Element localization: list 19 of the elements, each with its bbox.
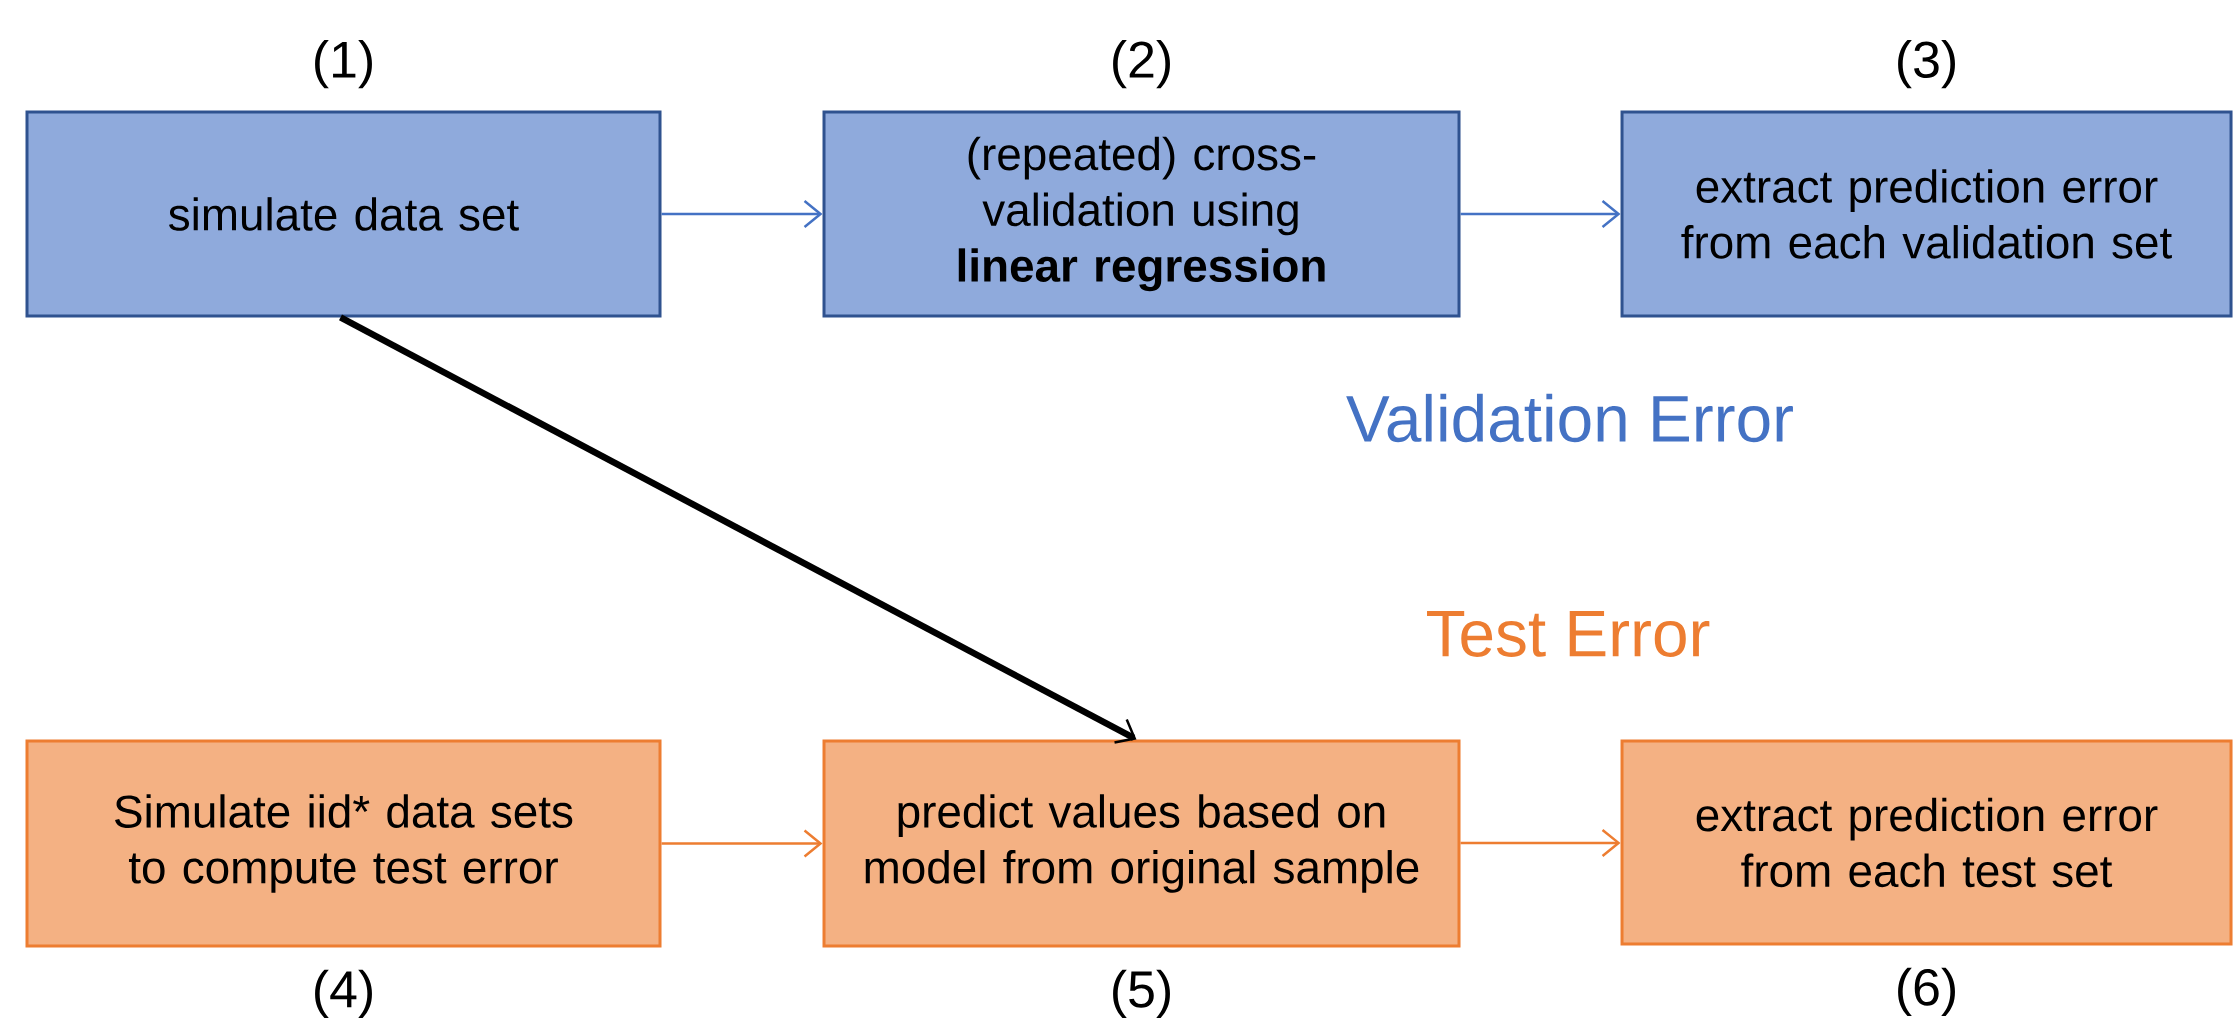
step-number: (1) bbox=[315, 40, 372, 89]
step-number: (3) bbox=[1898, 40, 1955, 89]
process-box: (repeated) cross-validation using linear regression bbox=[822, 110, 1461, 318]
section-heading: Test Error bbox=[1427, 611, 1710, 657]
process-box: predict values based on model from original sample bbox=[822, 739, 1461, 948]
arrow bbox=[661, 200, 823, 228]
arrow bbox=[1460, 828, 1621, 857]
process-box: extract prediction error from each test set bbox=[1620, 739, 2233, 946]
section-heading: Validation Error bbox=[1346, 393, 1793, 443]
step-number: (6) bbox=[1898, 967, 1955, 1016]
process-box: extract prediction error from each validation set bbox=[1620, 110, 2233, 318]
step-number: (4) bbox=[315, 969, 372, 1018]
process-box: Simulate iid* data sets to compute test error bbox=[25, 739, 662, 948]
arrow bbox=[338, 314, 1137, 744]
step-number: (2) bbox=[1113, 40, 1170, 89]
arrow bbox=[1460, 200, 1621, 228]
arrow bbox=[661, 829, 823, 858]
process-box: simulate data set bbox=[25, 110, 662, 318]
step-number: (5) bbox=[1113, 969, 1170, 1018]
